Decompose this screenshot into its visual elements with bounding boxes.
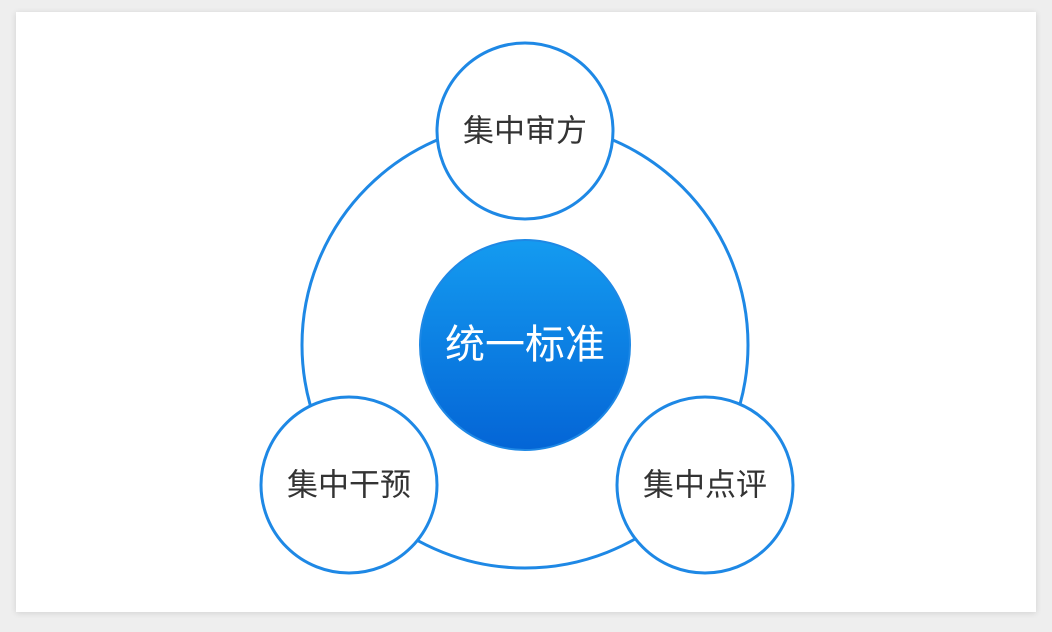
center-hub-label: 统一标准 [445,322,605,368]
node-circle-top [435,41,615,221]
node-label-top: 集中审方 [463,114,587,150]
node-label-bottom-right: 集中点评 [643,468,767,504]
center-hub [419,239,631,451]
node-circle-bottom-right [615,395,795,575]
node-label-bottom-left: 集中干预 [287,468,411,504]
node-circle-bottom-left [259,395,439,575]
